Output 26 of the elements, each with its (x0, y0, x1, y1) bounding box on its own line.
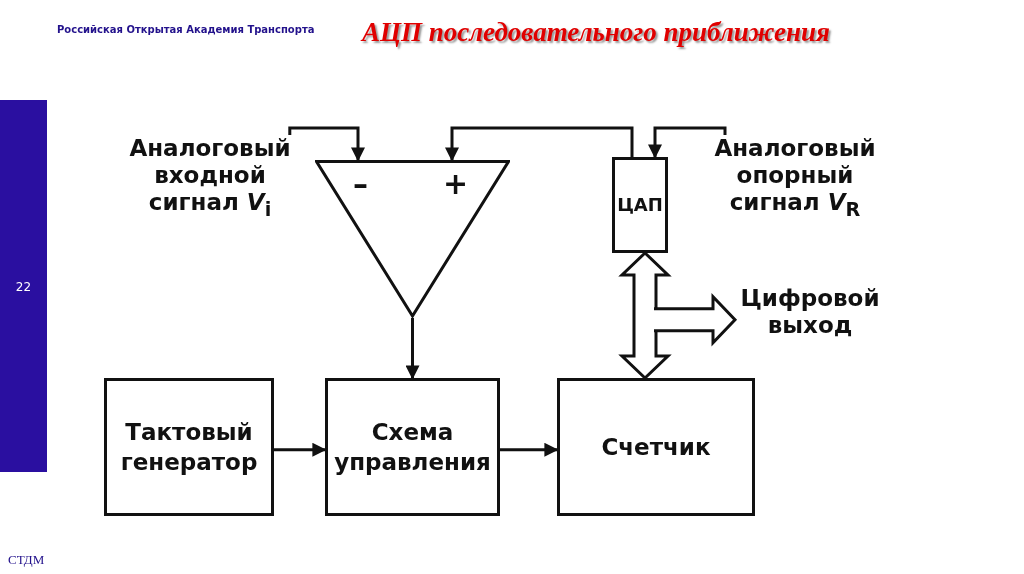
block-label: Схема управления (333, 418, 492, 477)
block-box (557, 378, 755, 516)
signal-label: Аналоговый опорный сигнал V$_{R}$ (705, 135, 885, 227)
comparator-triangle (315, 160, 510, 318)
input-sign: + (443, 166, 469, 201)
slide-number: 22 (14, 280, 33, 294)
arrow (445, 126, 634, 162)
block-box (612, 157, 668, 253)
arrow (648, 126, 727, 159)
bus-arrow (618, 250, 672, 381)
arrow (405, 318, 420, 380)
block-label: Тактовый генератор (119, 418, 259, 477)
block-box (325, 378, 500, 516)
arrow (288, 126, 365, 162)
block-label: Счетчик (601, 433, 711, 462)
title-text: АЦП последовательного приближения (362, 17, 831, 48)
bus-arrow (652, 293, 738, 347)
signal-label: Цифровой выход (735, 285, 885, 343)
block-box (104, 378, 274, 516)
input-sign: – (353, 166, 368, 201)
header-text: Российская Открытая Академия Транспорта (57, 24, 315, 35)
footer-text: СТДМ (8, 552, 45, 568)
arrow (274, 442, 327, 457)
block-label: ЦАП (617, 193, 663, 217)
arrow (500, 442, 559, 457)
signal-label: Аналоговый входной сигнал V$_{i}$ (115, 135, 305, 245)
